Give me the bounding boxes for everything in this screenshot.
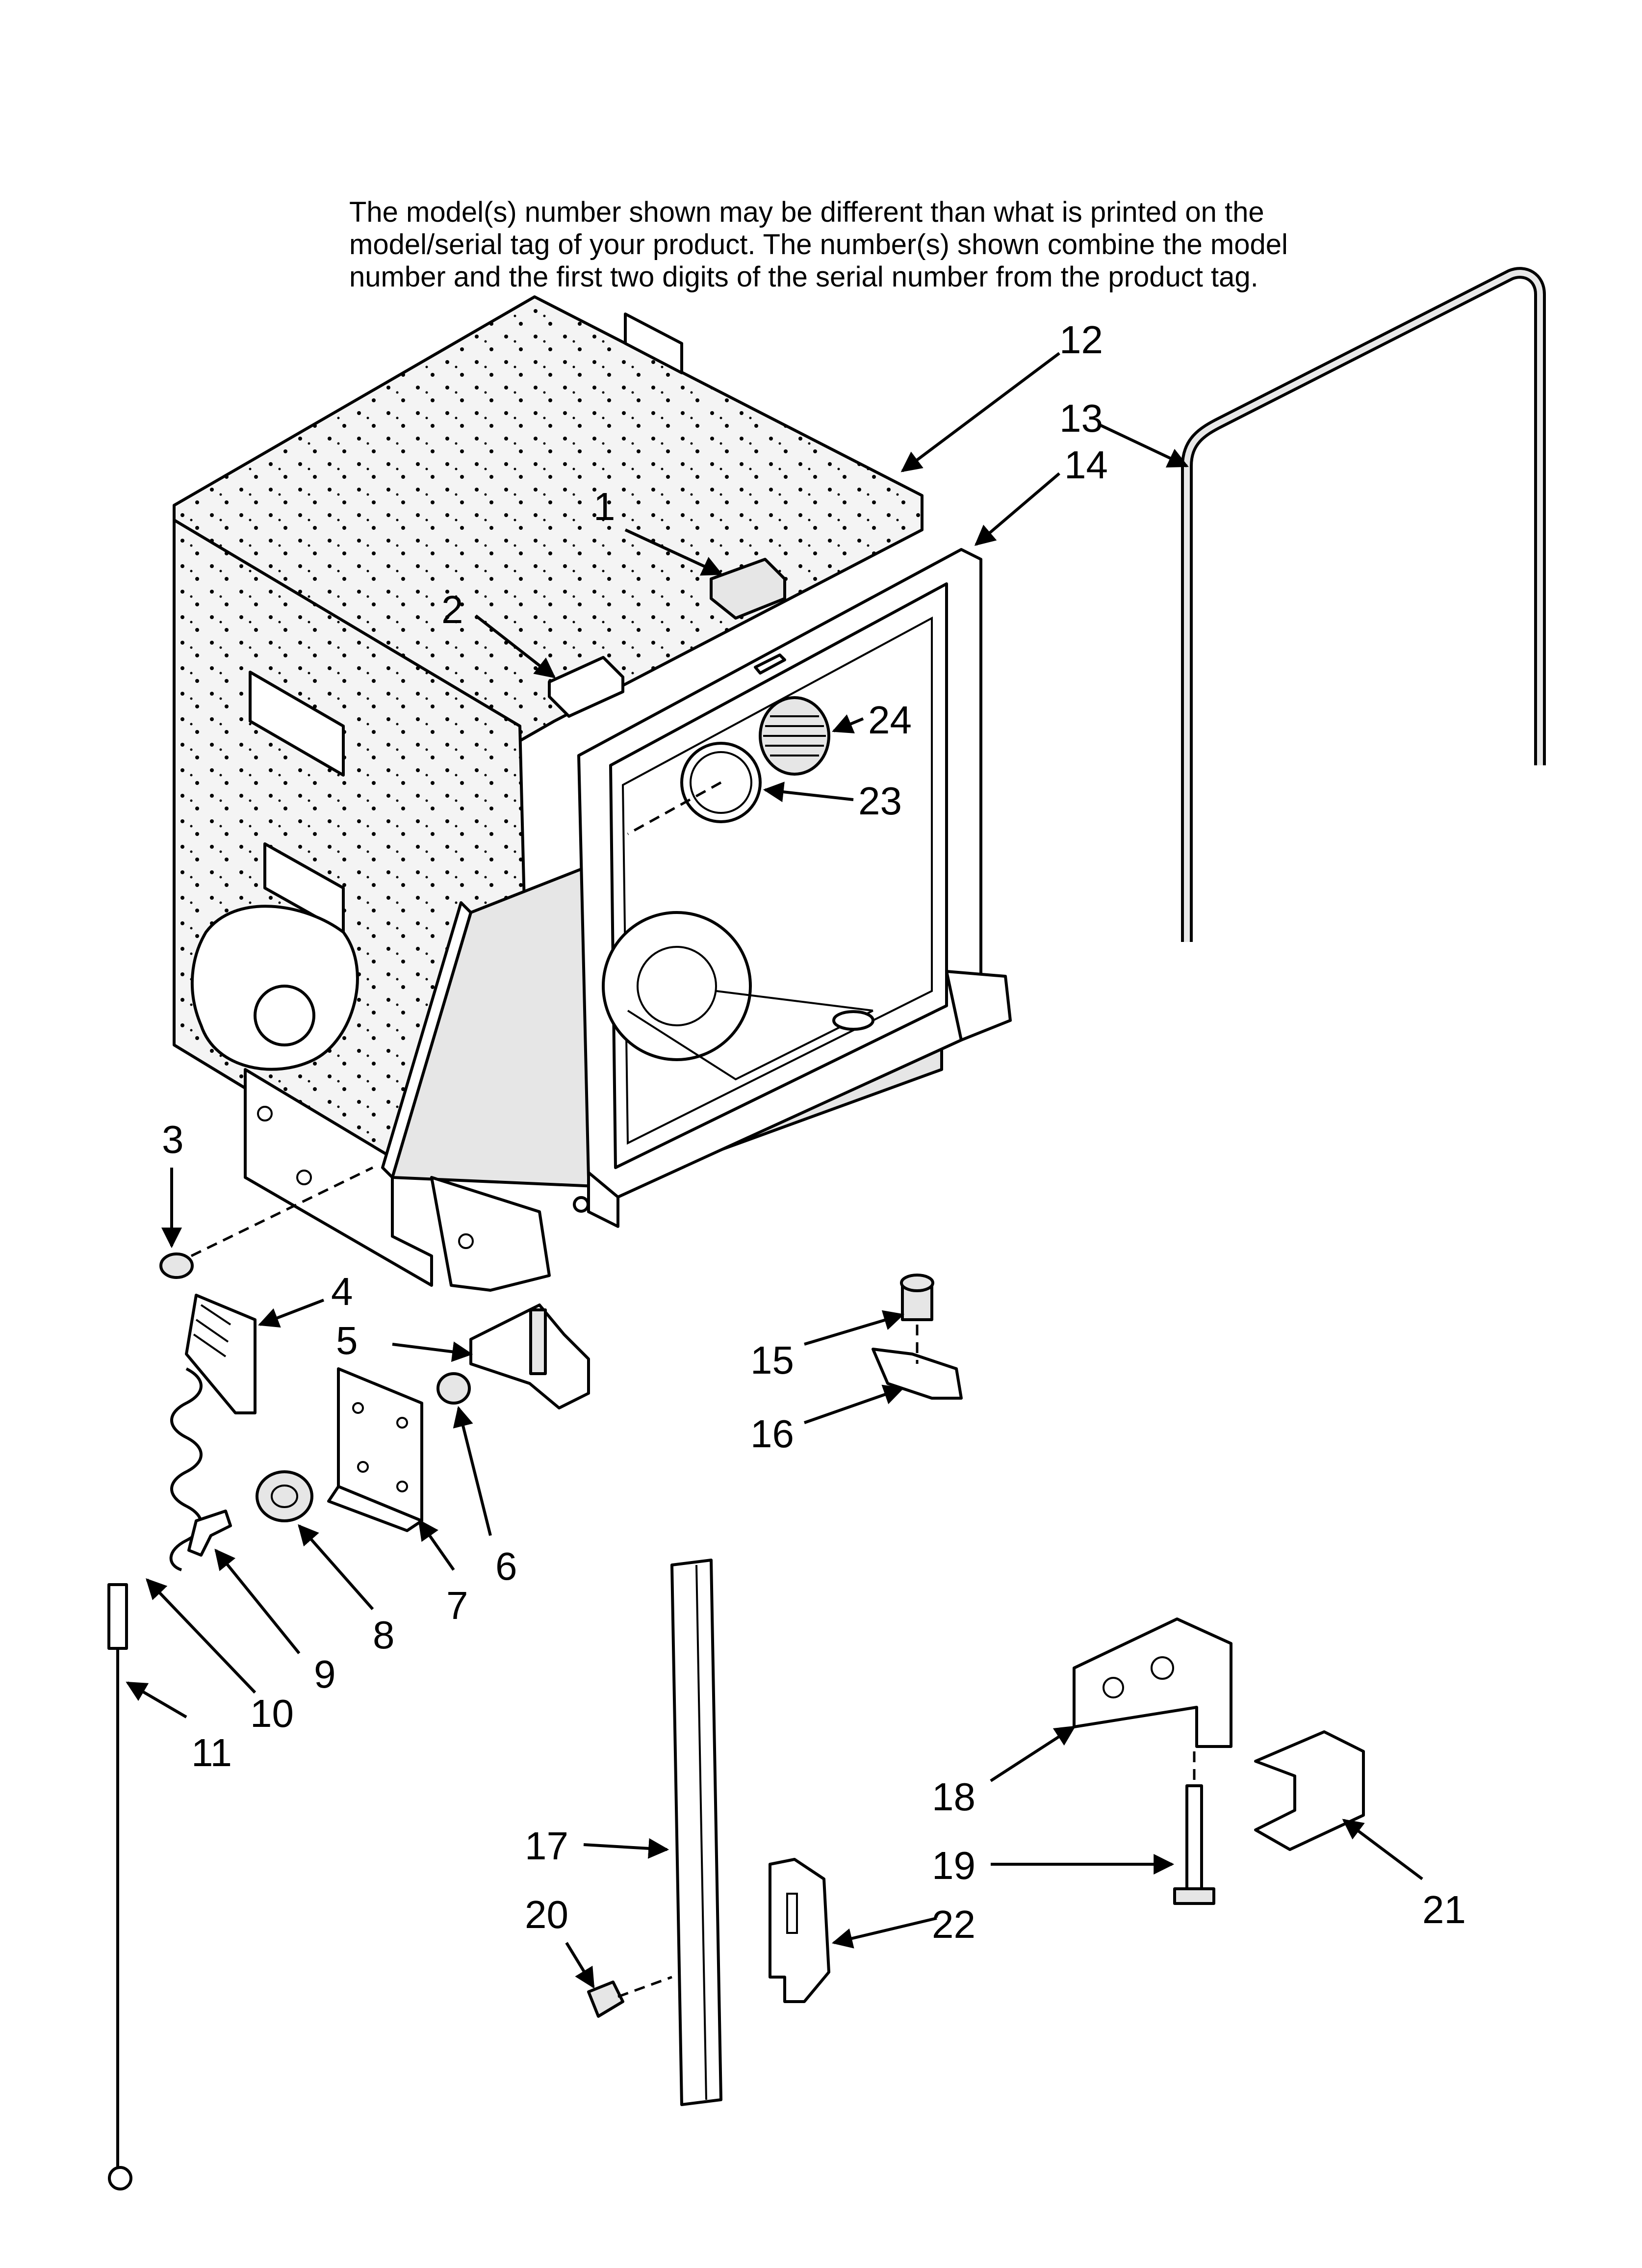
base-hole-1 [257,1106,273,1121]
tub-top-slot [754,653,786,675]
part-17-tub-side-strip [670,1559,722,2106]
callout-15: 15 [750,1338,794,1382]
part-11-cable-end [108,2166,132,2190]
tub-floor-drain [832,1010,874,1031]
part-2-tub-bracket [548,656,624,718]
part-13-door-gasket [1181,267,1546,942]
blanket-top-notch [624,313,683,374]
tub-front-screw [573,1196,590,1213]
tub-sump-inner [637,946,717,1026]
callout-8: 8 [373,1613,395,1657]
callout-21: 21 [1422,1888,1466,1931]
callout-labels: 12 13 14 1 2 24 23 3 4 5 6 7 8 9 10 11 1… [162,318,1466,1946]
part-4-hinge-slots [193,1304,231,1357]
disclaimer-line-3: number and the first two digits of the s… [349,261,1258,293]
part-7-plate-lip [327,1485,423,1532]
part-3-assembly-line [190,1166,374,1257]
part-18-leveling-bracket [1073,1617,1232,1748]
part-21-leg-cover [1254,1730,1365,1851]
callout-13: 13 [1059,396,1103,440]
callout-12: 12 [1059,318,1103,362]
tub-sump [602,911,752,1061]
callout-17: 17 [525,1824,568,1868]
callout-7: 7 [446,1584,468,1627]
callout-16: 16 [750,1412,794,1456]
part-9-pivot-pin [187,1510,232,1557]
part-8-roller [256,1470,313,1522]
tub-left-foot [587,1171,619,1228]
part-16-switch-bracket [872,1348,963,1400]
part-17-strip-edge [695,1564,707,2100]
callout-4: 4 [331,1270,353,1313]
part-23-vent-gasket-inner [690,751,752,814]
part-13-door-gasket-fill [1184,270,1543,942]
tub-base-bracket [430,1176,551,1292]
base-hole-2 [296,1170,312,1185]
base-hole-3 [458,1233,474,1249]
callout-22: 22 [932,1903,975,1946]
model-number-disclaimer: The model(s) number shown may be differe… [349,196,1330,293]
part-19-leveling-leg [1185,1784,1203,1890]
blanket-drain-hole [254,985,315,1046]
callout-3: 3 [162,1118,184,1161]
part-22-mounting-bracket [769,1858,830,2003]
part-22-slot [786,1893,798,1934]
part-23-assembly-line [627,781,722,835]
part-10-door-spring [169,1367,203,1571]
callout-23: 23 [858,779,902,823]
part-5-hinge-pin [529,1308,547,1375]
disclaimer-line-1: The model(s) number shown may be differe… [349,196,1264,228]
callout-18: 18 [932,1775,975,1819]
callout-11: 11 [191,1731,232,1774]
part-20-screw-line [617,1976,672,1998]
callout-9: 9 [314,1652,336,1696]
blanket-cutout-upper [249,671,345,777]
callout-leader-lines [126,352,1423,1989]
part-8-roller-hub [271,1485,298,1508]
part-11-cable-clip [107,1583,128,1650]
callout-10: 10 [250,1692,294,1735]
callout-1: 1 [593,485,616,528]
part-1-latch-strike [710,558,786,620]
callout-6: 6 [495,1544,517,1588]
callout-20: 20 [525,1893,568,1936]
disclaimer-line-2: model/serial tag of your product. The nu… [349,229,1288,261]
tub-side-strip [381,901,472,1179]
callout-5: 5 [336,1319,358,1362]
part-6-nut [436,1372,471,1405]
callout-2: 2 [441,588,463,631]
part-3-plug [159,1252,194,1279]
tub-right-foot [945,970,1012,1042]
part-24-vent-grille [759,696,830,776]
callout-14: 14 [1064,443,1108,487]
callout-19: 19 [932,1844,975,1887]
tub-floor-lines [627,990,873,1081]
part-20-screw [587,1981,624,2018]
callout-24: 24 [868,698,912,742]
tub-assembly [173,295,1012,1292]
